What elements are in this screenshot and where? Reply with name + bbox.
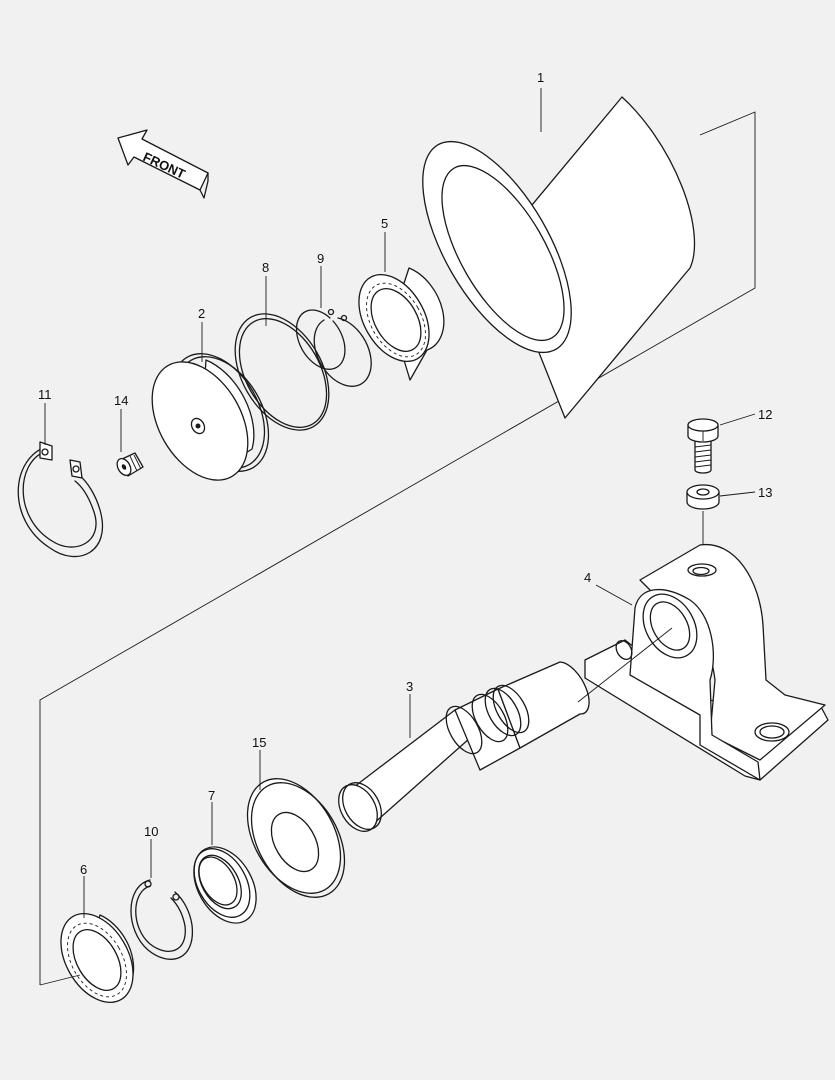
part-15-washer	[246, 778, 346, 898]
callout-2: 2	[198, 306, 205, 321]
part-9-snap-ring	[295, 308, 372, 387]
part-6-bearing	[39, 912, 135, 1004]
part-3-shaft	[338, 627, 673, 832]
part-12-bolt	[687, 418, 719, 474]
callout-5: 5	[381, 216, 388, 231]
callout-4: 4	[584, 570, 591, 585]
callout-1: 1	[537, 70, 544, 85]
callout-11: 11	[38, 387, 52, 402]
part-7-seal	[193, 846, 257, 924]
callout-9: 9	[317, 251, 324, 266]
front-arrow: FRONT	[117, 129, 209, 199]
part-4-bracket	[584, 544, 829, 781]
callout-15: 15	[252, 735, 266, 750]
callout-8: 8	[262, 260, 269, 275]
part-13-nut	[686, 484, 720, 560]
callout-6: 6	[80, 862, 87, 877]
part-5-bearing	[358, 267, 445, 381]
assembly-frame-lines	[39, 111, 756, 985]
part-11-circlip	[17, 441, 103, 558]
callouts: 1 2 3 4 5 6 7 8 9 10 11 12 13 14 15	[38, 70, 772, 877]
callout-3: 3	[406, 679, 413, 694]
part-2-end-cover	[151, 353, 270, 481]
callout-7: 7	[208, 788, 215, 803]
part-1-roller	[422, 96, 696, 419]
part-14-plug	[116, 452, 144, 477]
leader-lines	[44, 88, 756, 918]
part-8-o-ring	[234, 313, 330, 431]
callout-13: 13	[758, 485, 772, 500]
callout-14: 14	[114, 393, 128, 408]
callout-12: 12	[758, 407, 772, 422]
part-10-snap-ring	[130, 879, 193, 960]
callout-10: 10	[144, 824, 158, 839]
